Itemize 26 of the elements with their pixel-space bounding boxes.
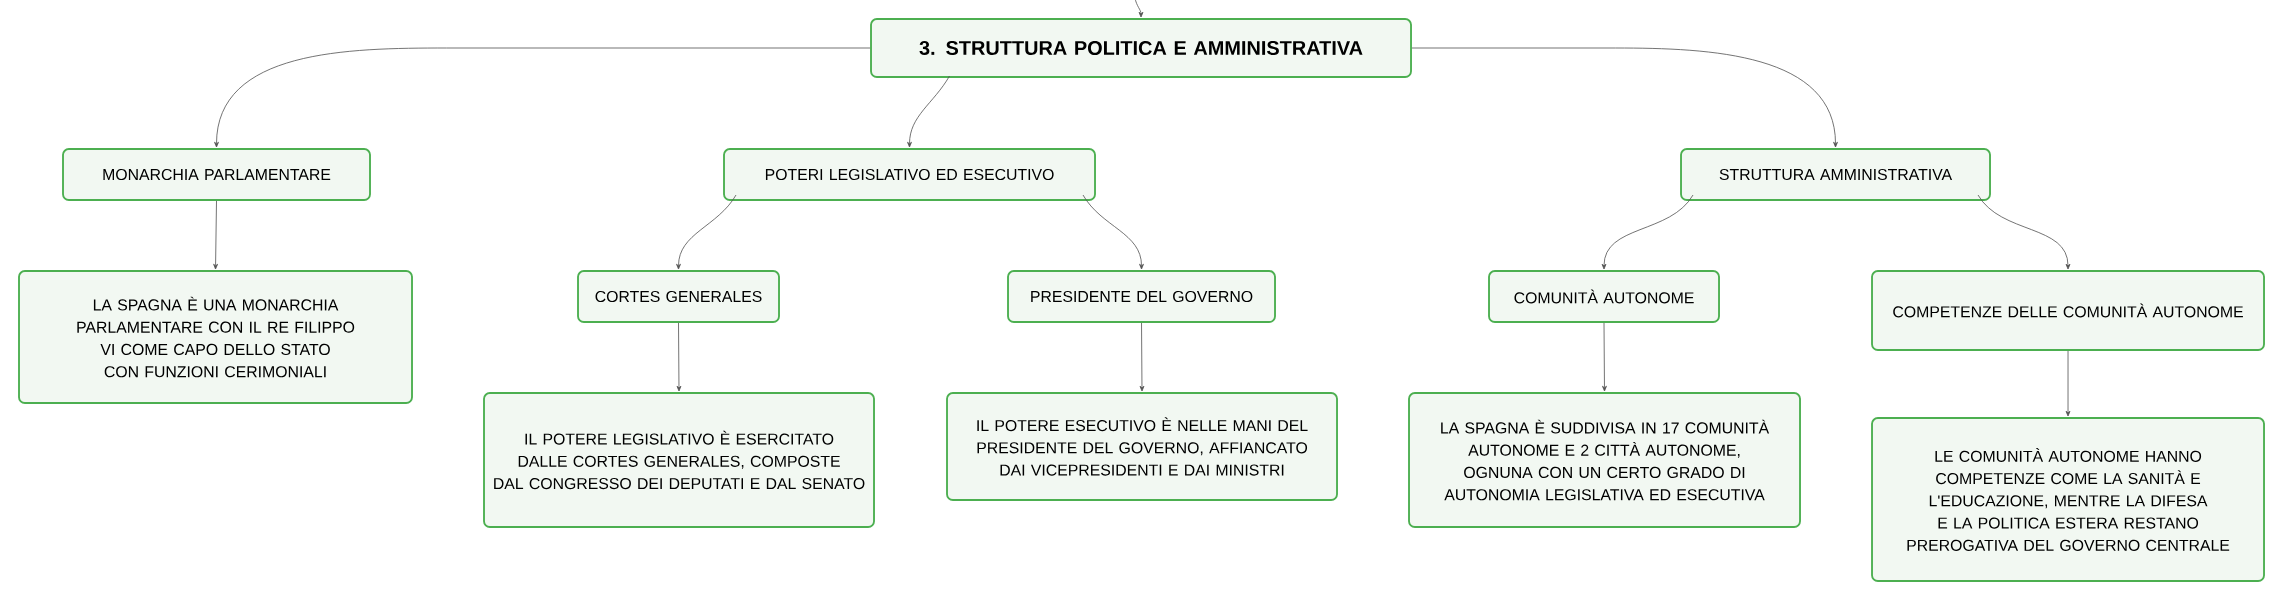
- connector: [907, 75, 950, 148]
- note-box: LE COMUNITÀ AUTONOME HANNO COMPETENZE COME LA SANITÀ E L'EDUCAZIONE, MENTRE LA DIFESA E LA POLITICA ESTERA RESTANO PREROGATIVA DEL GOVERNO CENTRALE: [1871, 417, 2265, 582]
- connector: [213, 200, 218, 270]
- note-box: LA SPAGNA È UNA MONARCHIA PARLAMENTARE CON IL RE FILIPPO VI COME CAPO DELLO STATO CON FUNZIONI CERIMONIALI: [18, 270, 413, 404]
- topic-box: CORTES GENERALES: [577, 270, 780, 323]
- connector: [1977, 194, 2071, 270]
- topic-box: COMUNITÀ AUTONOME: [1488, 270, 1720, 323]
- topic-box: COMPETENZE DELLE COMUNITÀ AUTONOME: [1871, 270, 2265, 351]
- connector: [1134, 0, 1144, 18]
- central-topic-box: 3. STRUTTURA POLITICA E AMMINISTRATIVA: [870, 18, 1412, 78]
- connector: [1139, 322, 1145, 392]
- topic-box: PRESIDENTE DEL GOVERNO: [1007, 270, 1276, 323]
- connector: [214, 47, 871, 148]
- note-box: IL POTERE LEGISLATIVO È ESERCITATO DALLE CORTES GENERALES, COMPOSTE DAL CONGRESSO DEI DEPUTATI E DAL SENATO: [483, 392, 875, 528]
- note-box: LA SPAGNA È SUDDIVISA IN 17 COMUNITÀ AUTONOME E 2 CITTÀ AUTONOME, OGNUNA CON UN CERTO GRADO DI AUTONOMIA LEGISLATIVA ED ESECUTIVA: [1408, 392, 1801, 528]
- connector: [1082, 194, 1144, 270]
- topic-box: STRUTTURA AMMINISTRATIVA: [1680, 148, 1991, 201]
- connector: [1602, 322, 1607, 392]
- topic-box: MONARCHIA PARLAMENTARE: [62, 148, 371, 201]
- connector: [1601, 194, 1694, 270]
- note-box: IL POTERE ESECUTIVO È NELLE MANI DEL PRESIDENTE DEL GOVERNO, AFFIANCATO DAI VICEPRESIDENTI E DAI MINISTRI: [946, 392, 1338, 501]
- connector: [1411, 47, 1838, 148]
- connector: [2065, 350, 2071, 417]
- connector: [676, 194, 737, 270]
- connector: [676, 322, 682, 392]
- topic-box: POTERI LEGISLATIVO ED ESECUTIVO: [723, 148, 1096, 201]
